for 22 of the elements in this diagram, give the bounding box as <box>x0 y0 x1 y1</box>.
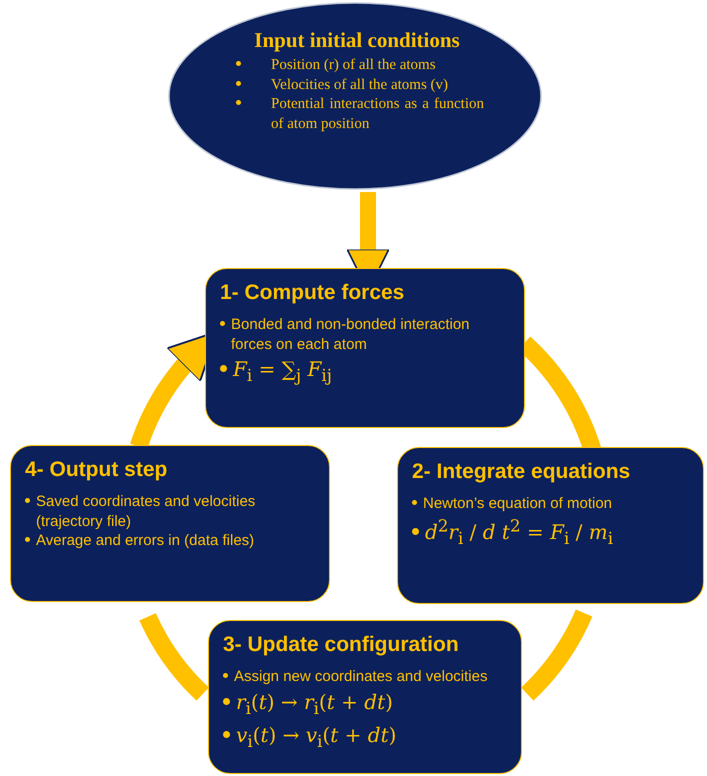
process-box <box>10 445 330 602</box>
equation: v$_{i}$(t) → v$_{i}$(t + dt) <box>236 722 396 753</box>
node-title: Input initial conditions <box>253 28 461 53</box>
node-title: 1- Compute forces <box>220 281 406 305</box>
bullet-text: Position (r) of all the atoms <box>271 56 436 75</box>
process-box <box>208 620 522 774</box>
input-ellipse <box>168 2 542 190</box>
bullet-text: Assign new coordinates and velocities <box>234 667 488 686</box>
bullet-text: Saved coordinates and velocities (trajectory file) <box>36 492 256 531</box>
bullet-text: Potential interactions as a function of atom position <box>271 95 484 134</box>
bullet-text: Velocities of all the atoms (v) <box>271 76 448 94</box>
equation: d$^{2}$r$_{i}$ / d t$^{2}$ = F$_{i}$ / m$_{i}$ <box>425 516 614 550</box>
process-box <box>397 447 704 604</box>
bullet-text: Bonded and non-bonded interaction forces on each atom <box>231 315 471 354</box>
equation: F$_{i}$ = ∑$_{j}$ F$_{ij}$ <box>233 356 332 387</box>
bullet-text: Newton’s equation of motion <box>423 494 612 514</box>
process-box <box>205 268 525 428</box>
bullet-text: Average and errors in (data files) <box>36 531 254 550</box>
node-title: 2- Integrate equations <box>412 460 632 484</box>
node-title: 4- Output step <box>25 458 168 482</box>
node-title: 3- Update configuration <box>223 633 460 657</box>
equation: r$_{i}$(t) → r$_{i}$(t + dt) <box>236 688 393 720</box>
